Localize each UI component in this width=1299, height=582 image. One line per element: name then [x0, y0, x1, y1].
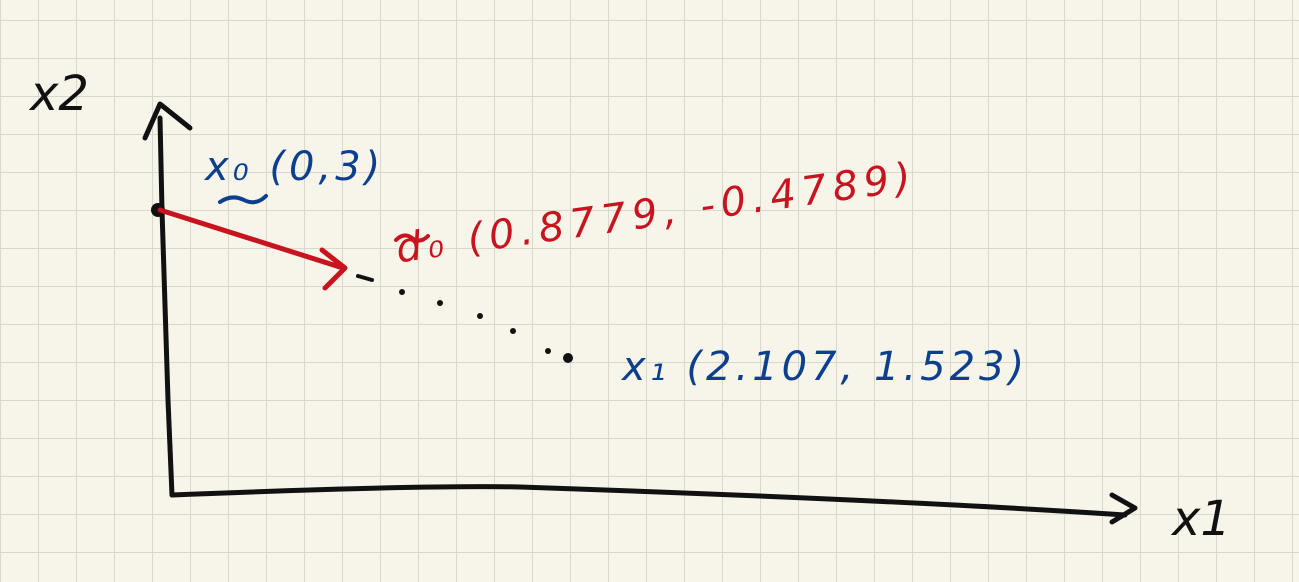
start-point-tilde [218, 194, 268, 205]
direction-label: d₀ (0.8779, -0.4789) [393, 154, 919, 273]
dotted-path-to-x1 [356, 274, 551, 354]
direction-vector-arrowhead [319, 247, 348, 291]
end-point-marker [563, 353, 573, 363]
x2-axis-line [157, 115, 175, 498]
direction-vector-line [157, 207, 346, 271]
direction-label-group: d₀ (0.8779, -0.4789) [393, 154, 919, 273]
x2-axis-label: x2 [28, 66, 89, 122]
x1-axis-label: x1 [1170, 491, 1231, 547]
start-point-label: x₀ (0,3) [203, 144, 384, 190]
x1-axis-arrowhead [1109, 492, 1138, 525]
x2-axis-arrowhead [142, 101, 193, 141]
end-point-label: x₁ (2.107, 1.523) [620, 344, 1028, 390]
x1-axis-line [169, 484, 1128, 518]
direction-tilde [394, 233, 430, 243]
